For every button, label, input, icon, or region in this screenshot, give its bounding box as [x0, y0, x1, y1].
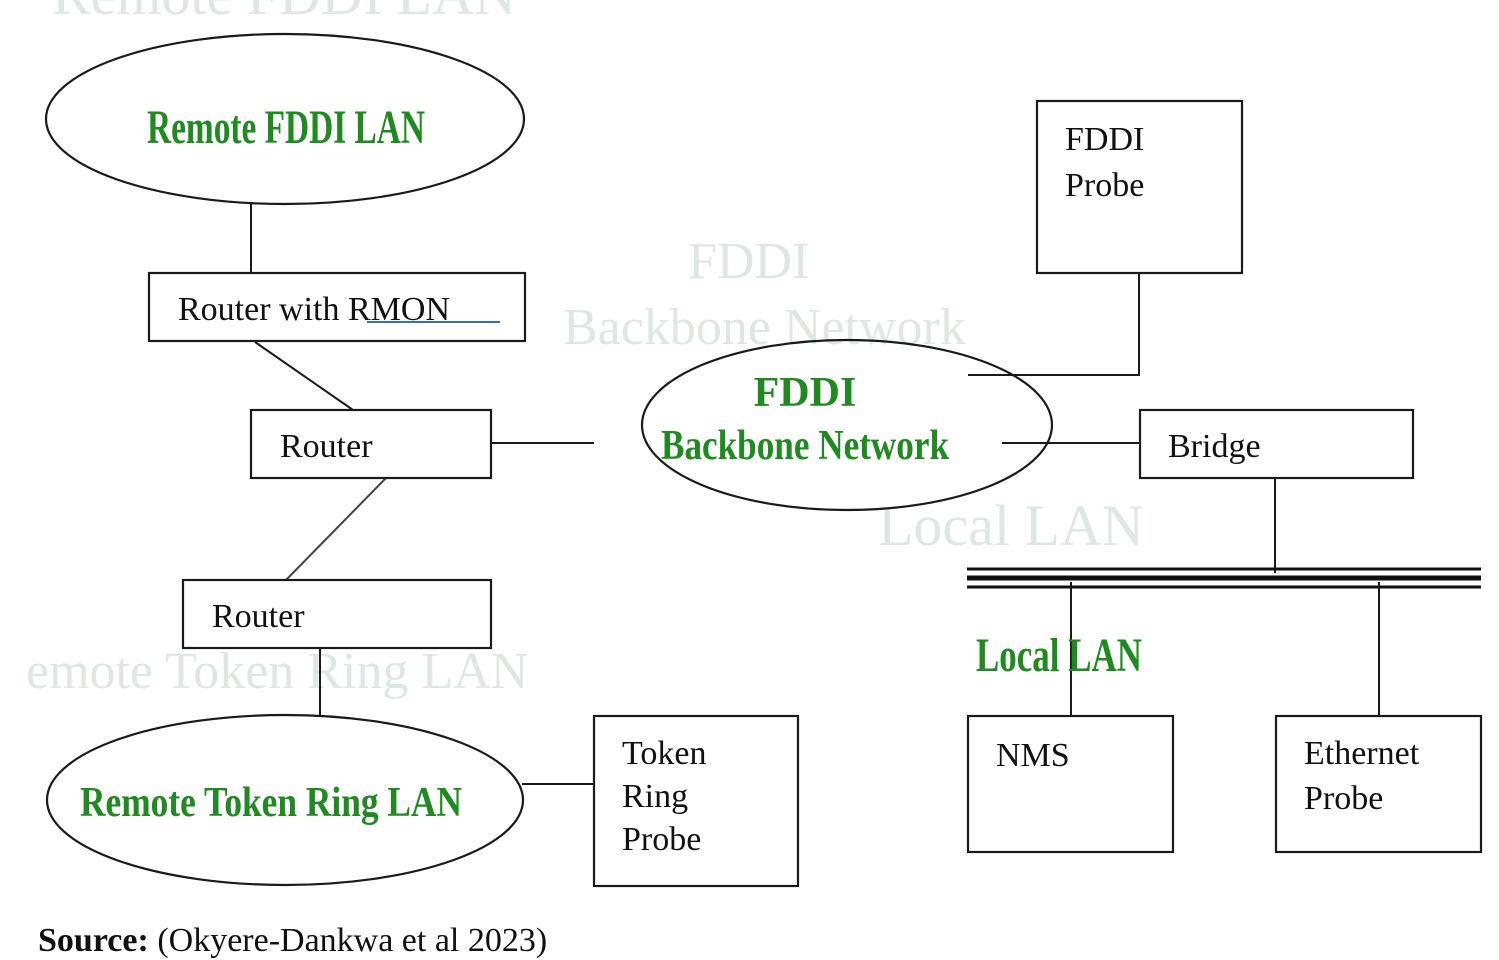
remote-token-ring-label: Remote Token Ring LAN [80, 780, 462, 826]
ethernet-probe-node[interactable]: Ethernet Probe [1274, 714, 1483, 854]
bridge-label: Bridge [1168, 428, 1261, 465]
ethernet-probe-line1: Ethernet [1304, 735, 1420, 772]
router-with-rmon-node[interactable]: Router with RMON [147, 271, 527, 343]
link-backbone-to-fddi-probe [968, 273, 1140, 376]
token-ring-probe-line2: Ring [622, 778, 688, 815]
router-node-lower[interactable]: Router [181, 578, 493, 650]
fddi-probe-node[interactable]: FDDI Probe [1035, 99, 1244, 275]
backbone-label-line1: FDDI [754, 370, 857, 416]
router-middle-label: Router [280, 428, 373, 465]
watermark-local-lan: Local LAN [878, 493, 1144, 558]
bridge-node[interactable]: Bridge [1138, 408, 1415, 480]
source-caption: Source: (Okyere-Dankwa et al 2023) [38, 922, 547, 960]
watermark-backbone-line1: FDDI [688, 233, 809, 290]
remote-fddi-lan-label: Remote FDDI LAN [147, 101, 425, 154]
source-citation: (Okyere-Dankwa et al 2023) [148, 922, 548, 959]
nms-label: NMS [996, 737, 1070, 774]
link-router-to-router [285, 477, 387, 581]
fddi-backbone-ellipse [640, 338, 1054, 512]
watermark-remote-fddi: Remote FDDI LAN [52, 0, 516, 27]
svg-text:Router with RMON: Router with RMON [178, 291, 450, 328]
fddi-probe-label-line2: Probe [1065, 167, 1144, 204]
router-node-middle[interactable]: Router [249, 408, 493, 480]
token-ring-probe-line1: Token [622, 735, 707, 772]
source-label: Source: [38, 922, 149, 959]
token-ring-probe-line3: Probe [622, 821, 701, 858]
link-rmon-router-to-router [254, 341, 354, 411]
fddi-probe-label-line1: FDDI [1065, 121, 1144, 158]
remote-token-ring-ellipse [45, 713, 525, 887]
local-lan-label: Local LAN [976, 629, 1142, 682]
router-rmon-label: Router with [178, 291, 348, 328]
remote-fddi-lan-ellipse [44, 32, 526, 206]
local-lan-bus [967, 567, 1481, 589]
backbone-label-line2: Backbone Network [661, 423, 950, 469]
watermark-token-ring: emote Token Ring LAN [26, 643, 528, 700]
token-ring-probe-node[interactable]: Token Ring Probe [592, 714, 800, 888]
ethernet-probe-line2: Probe [1304, 780, 1383, 817]
nms-node[interactable]: NMS [966, 714, 1175, 854]
router-lower-label: Router [212, 598, 305, 635]
